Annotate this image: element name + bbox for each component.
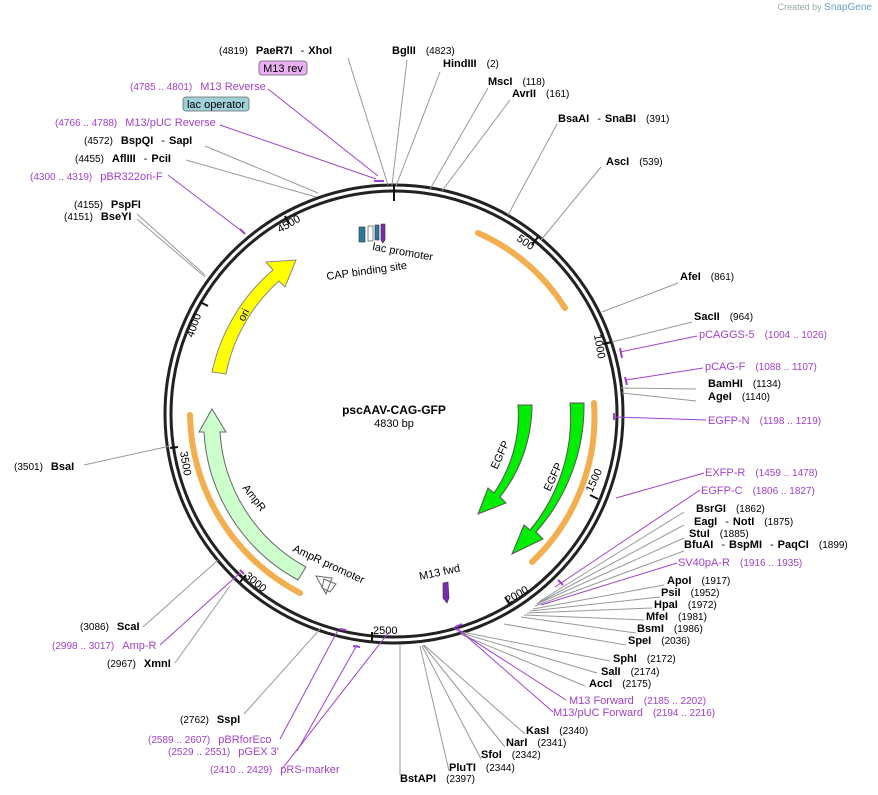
enzyme-afei: AfeI(861) xyxy=(680,271,734,283)
primer-m13-reverse: (4785 .. 4801)M13 Reverse xyxy=(130,81,266,93)
enzyme-stui: StuI(1885) xyxy=(689,528,749,540)
orf-arc-right xyxy=(529,400,598,565)
primer-egfp-n: EGFP-N(1198 .. 1219) xyxy=(708,415,821,427)
feature-lac-operator-mark xyxy=(367,225,374,242)
primer-exfp-r: EXFP-R(1459 .. 1478) xyxy=(705,467,818,479)
primer-pcaggs-5: pCAGGS-5(1004 .. 1026) xyxy=(699,329,827,341)
enzyme-bamhi: BamHI(1134) xyxy=(708,378,781,390)
enzyme-sacii: SacII(964) xyxy=(694,311,753,323)
m13-rev-box-label: M13 rev xyxy=(263,63,303,75)
enzyme-pspfi: (4155)PspFI xyxy=(74,199,141,211)
primer-leaders xyxy=(159,88,707,770)
enzyme-bsrgi: BsrGI(1862) xyxy=(696,503,765,515)
lac-operator-box xyxy=(182,96,250,112)
primer-prs-marker: (2410 .. 2429)pRS-marker xyxy=(210,764,340,776)
orf-arc-left xyxy=(187,412,303,596)
tick-label-3000: 3000 xyxy=(242,570,268,595)
feature-ampr-promoter xyxy=(315,575,337,596)
primer-pbr322ori-f: (4300 .. 4319)pBR322ori-F xyxy=(30,171,163,183)
enzyme-afliii-pcii: (4455)AflIII-PciI xyxy=(75,153,171,165)
feature-egfp-inner xyxy=(477,404,533,515)
tick-label-500: 500 xyxy=(514,233,536,253)
primer-pgex-3: (2529 .. 2551)pGEX 3' xyxy=(168,746,279,758)
enzyme-paer7i-xhoi: (4819)PaeR7I-XhoI xyxy=(219,45,332,57)
primer-m13-puc-forward: M13/pUC Forward(2194 .. 2216) xyxy=(553,707,715,719)
tick-label-3500: 3500 xyxy=(177,450,193,476)
primer-m13-puc-reverse: (4766 .. 4788)M13/pUC Reverse xyxy=(55,117,216,129)
enzyme-bsmi: BsmI(1986) xyxy=(637,623,703,635)
feature-label-m13-fwd: M13 fwd xyxy=(418,563,461,583)
orf-arc-top-right xyxy=(475,230,568,311)
enzyme-kasi: KasI(2340) xyxy=(526,725,588,737)
tick-label-2500: 2500 xyxy=(373,625,397,637)
feature-egfp-outer xyxy=(511,402,585,556)
enzyme-hpai: HpaI(1972) xyxy=(654,599,717,611)
feature-lac-promoter-mark xyxy=(374,224,380,241)
enzyme-psii: PsiI(1952) xyxy=(661,587,719,599)
enzyme-bglii: BglII(4823) xyxy=(392,45,455,57)
primer-sv40pa-r: SV40pA-R(1916 .. 1935) xyxy=(678,557,802,569)
feature-m13-fwd xyxy=(442,581,450,604)
enzyme-bsai: (3501)BsaI xyxy=(14,461,74,473)
enzyme-acci: AccI(2175) xyxy=(589,678,651,690)
enzyme-avrii: AvrII(161) xyxy=(512,88,569,100)
plasmid-name: pscAAV-CAG-GFP xyxy=(342,403,446,417)
enzyme-asci: AscI(539) xyxy=(606,156,663,168)
enzyme-scai: (3086)ScaI xyxy=(80,621,140,633)
enzyme-bstapi: BstAPI(2397) xyxy=(400,773,475,785)
snapgene-brand: SnapGene xyxy=(824,2,872,13)
primer-egfp-c: EGFP-C(1806 .. 1827) xyxy=(701,485,815,497)
enzyme-spei: SpeI(2036) xyxy=(628,635,690,647)
enzyme-sphi: SphI(2172) xyxy=(613,653,676,665)
enzyme-eagi-noti: EagI-NotI(1875) xyxy=(694,516,793,528)
primer-pcag-f: pCAG-F(1088 .. 1107) xyxy=(705,361,817,373)
tick-marks xyxy=(169,185,613,641)
enzyme-bfuai-bspmi-paqci: BfuAI-BspMI-PaqCI(1899) xyxy=(684,539,848,551)
enzyme-msci: MscI(118) xyxy=(488,76,545,88)
enzyme-sspi: (2762)SspI xyxy=(180,714,240,726)
enzyme-sfoi: SfoI(2342) xyxy=(481,749,541,761)
enzyme-mfei: MfeI(1981) xyxy=(646,611,707,623)
enzyme-hindiii: HindIII(2) xyxy=(443,58,499,70)
plasmid-length: 4830 bp xyxy=(374,418,414,430)
enzyme-sali: SalI(2174) xyxy=(601,666,659,678)
enzyme-xmni: (2967)XmnI xyxy=(107,658,171,670)
primer-amp-r: (2998 .. 3017)Amp-R xyxy=(52,640,157,652)
lac-operator-box-label: lac operator xyxy=(187,99,245,111)
feature-ampr xyxy=(198,408,307,581)
enzyme-agei: AgeI(1140) xyxy=(708,391,770,403)
enzyme-bspqi-sapi: (4572)BspQI-SapI xyxy=(84,135,192,147)
primer-pbrforeco: (2589 .. 2607)pBRforEco xyxy=(148,734,271,746)
enzyme-bsaai-snabi: BsaAI-SnaBI(391) xyxy=(558,113,669,125)
enzyme-nari: NarI(2341) xyxy=(506,737,566,749)
feature-label-ori: ori xyxy=(236,307,252,323)
primer-marks xyxy=(239,180,628,648)
enzyme-pluti: PluTI(2344) xyxy=(449,762,515,774)
primer-m13-forward: M13 Forward(2185 .. 2202) xyxy=(569,695,706,707)
enzyme-bseyi: (4151)BseYI xyxy=(64,211,131,223)
enzyme-apoi: ApoI(1917) xyxy=(667,575,730,587)
snapgene-credit: Created by SnapGene xyxy=(777,2,872,13)
feature-ori xyxy=(211,259,297,375)
tick-label-2000: 2000 xyxy=(504,584,531,607)
m13-rev-box xyxy=(258,60,308,76)
tick-label-1000: 1000 xyxy=(591,333,607,359)
enzyme-leaders xyxy=(83,57,697,775)
feature-label-cap-binding-site: CAP binding site xyxy=(326,260,408,283)
feature-cap-binding-site xyxy=(358,226,366,243)
feature-m13-rev-mark xyxy=(380,223,386,244)
